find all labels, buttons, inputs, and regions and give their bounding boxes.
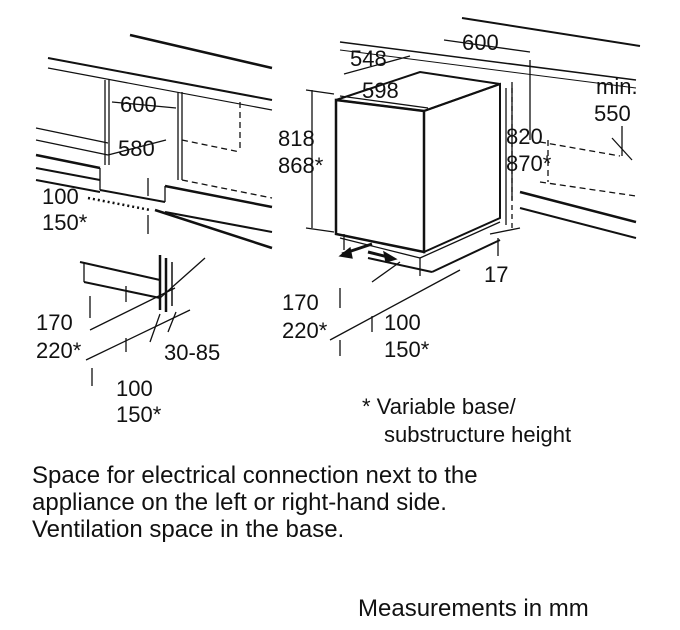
right-appliance-drawing <box>305 17 641 356</box>
right-vent-150-label: 150* <box>384 337 430 362</box>
left-lower-100-label: 100 <box>116 376 153 401</box>
footnote-line-1: * Variable base/ <box>362 394 516 419</box>
right-depth-548-label: 548 <box>350 46 387 71</box>
left-base-220-label: 220* <box>36 338 82 363</box>
left-depth-580-label: 580 <box>118 136 155 161</box>
right-min-550-label: 550 <box>594 101 631 126</box>
right-niche-820-label: 820 <box>506 124 543 149</box>
left-plinth-detail <box>79 255 206 386</box>
footnote-line-2: substructure height <box>384 422 572 447</box>
units-note: Measurements in mm <box>358 595 589 622</box>
right-width-598-label: 598 <box>362 78 399 103</box>
left-base-170-label: 170 <box>36 310 73 335</box>
right-niche-870-label: 870* <box>506 151 552 176</box>
right-vent-100-label: 100 <box>384 310 421 335</box>
right-base-170-label: 170 <box>282 290 319 315</box>
left-plinth-30-85-label: 30-85 <box>164 340 221 365</box>
left-niche-drawing <box>35 33 273 250</box>
description-line-1: Space for electrical connection next to … <box>32 462 478 489</box>
left-vent-150-label: 150* <box>42 210 88 235</box>
right-height-818-label: 818 <box>278 126 315 151</box>
right-height-868-label: 868* <box>278 153 324 178</box>
left-width-600-label: 600 <box>120 92 157 117</box>
left-vent-100-label: 100 <box>42 184 79 209</box>
right-niche-600-label: 600 <box>462 30 499 55</box>
right-gap-17-label: 17 <box>484 262 509 287</box>
description-block: Space for electrical connection next to … <box>32 462 652 543</box>
description-line-3: Ventilation space in the base. <box>32 516 345 543</box>
right-min-label: min. <box>596 74 638 99</box>
description-line-2: appliance on the left or right-hand side… <box>32 489 447 516</box>
left-lower-150-label: 150* <box>116 402 162 427</box>
right-base-220-label: 220* <box>282 318 328 343</box>
